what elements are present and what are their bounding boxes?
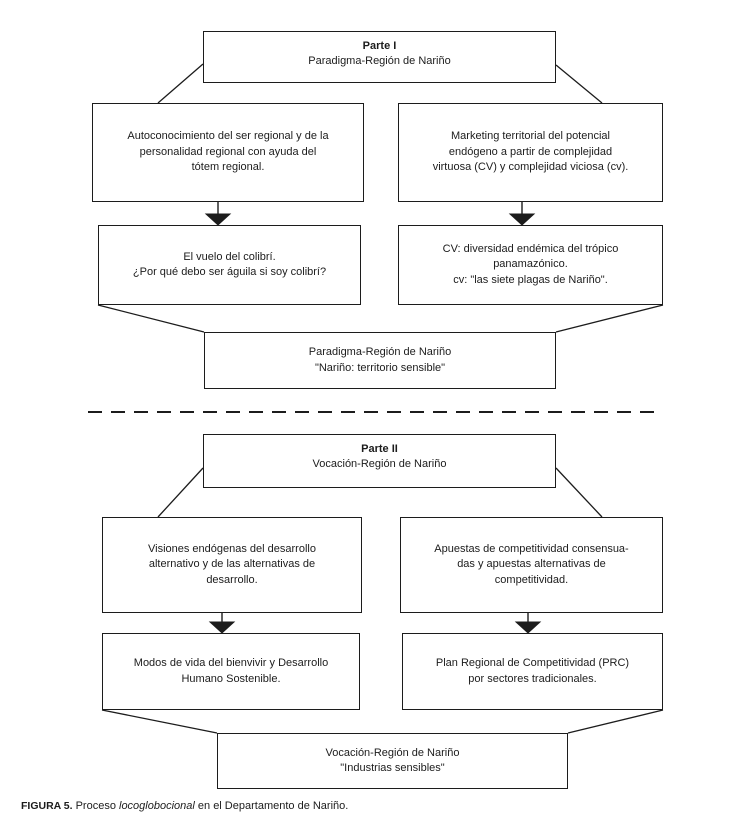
- part1-right-top-text: Marketing territorial del potencial endó…: [432, 130, 629, 174]
- part2-header-subtitle: Vocación-Región de Nariño: [312, 458, 447, 471]
- part2-left-arrowhead-icon: [208, 621, 236, 634]
- part2-left-converge-connector: [101, 709, 218, 734]
- part1-right-mid-text: CV: diversidad endémica del trópico pana…: [442, 242, 619, 286]
- part1-left-top-text: Autoconocimiento del ser regional y de l…: [127, 130, 329, 174]
- part1-header-box: Parte I Paradigma-Región de Nariño: [203, 31, 556, 83]
- part2-right-top-text: Apuestas de competitividad consensua- da…: [434, 542, 629, 586]
- part1-right-arrowhead-icon: [508, 213, 536, 226]
- part2-right-converge-connector: [567, 709, 664, 734]
- part1-right-mid-box: CV: diversidad endémica del trópico pana…: [398, 225, 663, 305]
- part1-result-box: Paradigma-Región de Nariño "Nariño: terr…: [204, 332, 556, 389]
- figure-caption-pre: Proceso: [72, 800, 119, 812]
- part1-left-diagonal-connector: [157, 63, 204, 104]
- figure-caption-post: en el Departamento de Nariño.: [194, 800, 349, 812]
- part2-right-mid-text: Plan Regional de Competitividad (PRC) po…: [435, 657, 630, 685]
- part2-left-top-text: Visiones endógenas del desarrollo altern…: [148, 542, 316, 586]
- part1-header-title: Parte I: [362, 40, 397, 52]
- part2-result-text: Vocación-Región de Nariño "Industrias se…: [325, 746, 460, 774]
- figure-caption: FIGURA 5. Proceso locoglobocional en el …: [21, 799, 348, 814]
- figure-caption-label: FIGURA 5.: [21, 800, 73, 812]
- part1-left-arrowhead-icon: [204, 213, 232, 226]
- part2-header-title: Parte II: [361, 443, 398, 455]
- part1-header-subtitle: Paradigma-Región de Nariño: [308, 55, 451, 68]
- part2-left-mid-text: Modos de vida del bienvivir y Desarrollo…: [133, 657, 329, 685]
- part1-right-top-box: Marketing territorial del potencial endó…: [398, 103, 663, 202]
- part2-left-top-box: Visiones endógenas del desarrollo altern…: [102, 517, 362, 613]
- part1-left-top-box: Autoconocimiento del ser regional y de l…: [92, 103, 364, 202]
- part1-left-mid-box: El vuelo del colibrí. ¿Por qué debo ser …: [98, 225, 361, 305]
- part2-right-mid-box: Plan Regional de Competitividad (PRC) po…: [402, 633, 663, 710]
- part2-left-mid-box: Modos de vida del bienvivir y Desarrollo…: [102, 633, 360, 710]
- part1-left-mid-text: El vuelo del colibrí. ¿Por qué debo ser …: [132, 250, 327, 278]
- part1-result-text: Paradigma-Región de Nariño "Nariño: terr…: [308, 346, 452, 374]
- part2-right-diagonal-connector: [555, 467, 603, 518]
- figure-caption-italic-term: locoglobocional: [119, 800, 195, 812]
- part2-left-diagonal-connector: [157, 467, 204, 518]
- part1-left-converge-connector: [97, 304, 205, 333]
- part1-right-converge-connector: [555, 304, 664, 333]
- part2-right-top-box: Apuestas de competitividad consensua- da…: [400, 517, 663, 613]
- part2-right-arrowhead-icon: [514, 621, 542, 634]
- part2-result-box: Vocación-Región de Nariño "Industrias se…: [217, 733, 568, 789]
- part1-right-diagonal-connector: [555, 64, 603, 104]
- part2-header-box: Parte II Vocación-Región de Nariño: [203, 434, 556, 488]
